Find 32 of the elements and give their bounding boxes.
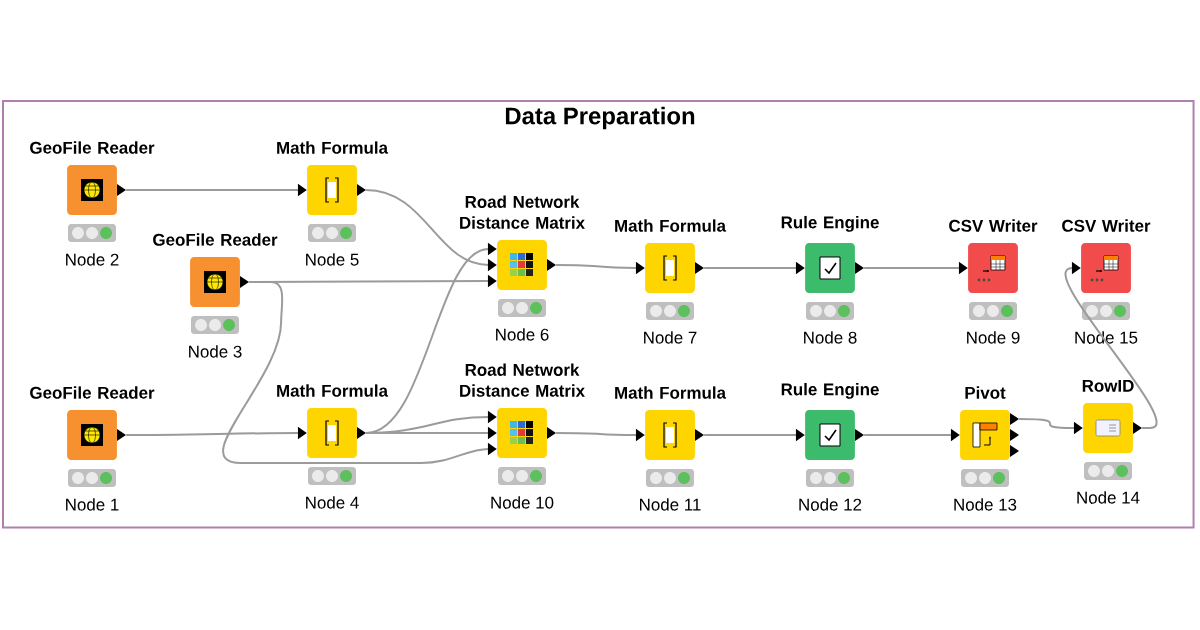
- node-title: Math Formula: [277, 384, 389, 397]
- connector-arrow: [1065, 261, 1158, 429]
- node-label: Node 13: [954, 498, 1017, 511]
- node-title: Road Network Distance Matrix: [460, 363, 585, 397]
- node-label: Node 9: [967, 331, 1020, 344]
- node-label: Node 3: [189, 345, 242, 358]
- node-label: Node 5: [306, 253, 359, 266]
- node-label: Node 12: [799, 498, 862, 511]
- node-title: Rule Engine: [781, 382, 879, 399]
- node-label: Node 8: [804, 331, 857, 344]
- node-label: Node 4: [306, 496, 359, 509]
- node-label: Node 2: [66, 253, 119, 266]
- node-title: GeoFile Reader: [30, 141, 155, 154]
- connector-arrow: [222, 281, 497, 464]
- node-label: Node 11: [640, 498, 701, 511]
- node-label: Node 14: [1077, 491, 1140, 504]
- node-title: GeoFile Reader: [30, 386, 155, 399]
- node-label: Node 6: [496, 328, 549, 341]
- node-title: Math Formula: [615, 219, 727, 232]
- node-title: CSV Writer: [949, 219, 1038, 232]
- node-title: Road Network Distance Matrix: [460, 195, 585, 229]
- node-title: GeoFile Reader: [153, 233, 278, 246]
- node-title: Math Formula: [277, 141, 389, 154]
- node-label: Node 7: [644, 331, 697, 344]
- node-label: Node 15: [1075, 331, 1138, 344]
- node-title: Math Formula: [615, 386, 727, 399]
- node-label: Node 10: [491, 496, 554, 509]
- node-title: Pivot: [965, 386, 1006, 399]
- node-title: RowID: [1082, 379, 1134, 392]
- node-title: Rule Engine: [781, 215, 879, 232]
- node-title: CSV Writer: [1062, 219, 1151, 232]
- node-label: Node 1: [66, 498, 119, 511]
